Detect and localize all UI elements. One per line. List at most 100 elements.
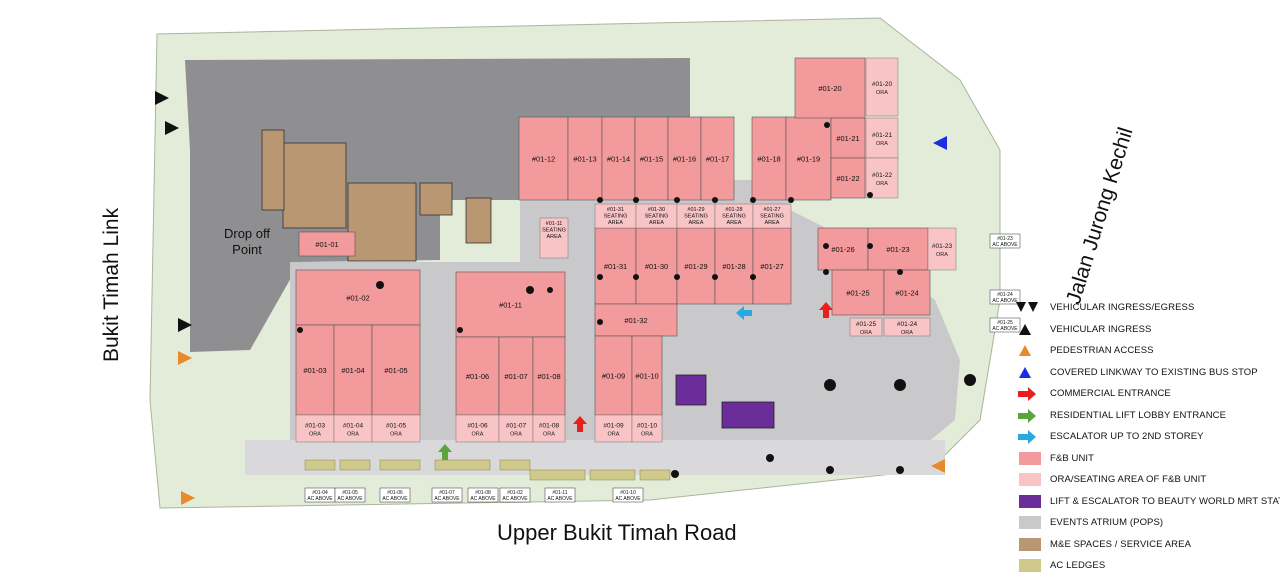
ac-unit-number: #01-07 xyxy=(439,490,455,496)
ora-unit-number: #01-20 xyxy=(872,81,893,88)
seating-area-label: AREA xyxy=(765,220,780,226)
structural-column xyxy=(823,243,829,249)
seating-area-label: #01-28 xyxy=(725,207,742,213)
structural-column xyxy=(597,274,603,280)
dropoff-point-label: Drop off Point xyxy=(223,226,270,257)
fnb-unit-0111: #01-11 xyxy=(455,271,566,338)
fnb-unit-0116: #01-16 xyxy=(667,116,702,201)
ac-swatch xyxy=(1010,558,1041,574)
legend-swatch xyxy=(1019,494,1041,508)
ac-above-text: AC ABOVE xyxy=(992,298,1018,304)
fnb-unit-0107: #01-07 xyxy=(498,336,534,416)
seating-area-label: SEATING xyxy=(760,214,784,220)
structural-column xyxy=(824,379,836,391)
ac-above-text: AC ABOVE xyxy=(992,242,1018,248)
vehicular-ingress-egress-icon xyxy=(155,91,169,105)
legend-row-ped: PEDESTRIAN ACCESS xyxy=(1010,343,1280,359)
fnb-unit-0112: #01-12 xyxy=(518,116,569,201)
ora-label: ORA xyxy=(608,432,620,438)
seating-area-label: AREA xyxy=(608,220,623,226)
fnb-unit-0131: #01-31 xyxy=(594,227,637,305)
ac-ledge xyxy=(499,459,531,471)
seating-area-label: AREA xyxy=(689,220,704,226)
legend-label: PEDESTRIAN ACCESS xyxy=(1050,345,1154,356)
street-label-bukit-timah-link: Bukit Timah Link xyxy=(100,207,123,362)
ac-above-text: AC ABOVE xyxy=(382,496,408,502)
fnb-units-group: #01-12#01-13#01-14#01-15#01-16#01-17#01-… xyxy=(295,57,931,416)
ac-above-text: AC ABOVE xyxy=(502,496,528,502)
structural-column xyxy=(297,327,303,333)
ora-label: ORA xyxy=(936,252,948,258)
legend-row-bus: COVERED LINKWAY TO EXISTING BUS STOP xyxy=(1010,365,1280,381)
legend-label: LIFT & ESCALATOR TO BEAUTY WORLD MRT STA… xyxy=(1050,495,1280,507)
fnb-unit-label: #01-30 xyxy=(645,262,668,271)
fnb-unit-label: #01-04 xyxy=(341,366,364,375)
ora-unit-number: #01-21 xyxy=(872,132,893,139)
mne-space-transformer xyxy=(282,142,347,229)
atrium-swatch xyxy=(1010,515,1041,531)
fnb-unit-0128: #01-28 xyxy=(714,227,754,305)
seating-area-label: AREA xyxy=(727,220,742,226)
ora-units-group: #01-20ORA#01-21ORA#01-22ORA#01-23ORA#01-… xyxy=(295,57,957,443)
legend-swatch xyxy=(1019,559,1041,572)
ac-ledge xyxy=(379,459,421,471)
vehicular-ingress-egress-icon xyxy=(165,121,179,135)
legend-swatch xyxy=(1019,516,1041,529)
residential-lift-lobby-icon xyxy=(438,444,452,460)
ora-unit-number: #01-24 xyxy=(897,321,918,328)
ora-unit-number: #01-09 xyxy=(603,423,624,430)
pedestrian-access-icon xyxy=(181,491,195,505)
ora-swatch xyxy=(1010,472,1041,488)
fnb-unit-0117: #01-17 xyxy=(700,116,735,201)
legend-row-veh-ie: VEHICULAR INGRESS/EGRESS xyxy=(1010,300,1280,316)
ac-unit-number: #01-05 xyxy=(342,490,358,496)
fnb-unit-label: #01-27 xyxy=(760,262,783,271)
ora-label: ORA xyxy=(472,432,484,438)
fnb-unit-0108: #01-08 xyxy=(532,336,566,416)
fnb-unit-label: #01-06 xyxy=(466,372,489,381)
ac-ledge xyxy=(339,459,371,471)
seating-area-label: AREA xyxy=(649,220,664,226)
ac-unit-number: #01-23 xyxy=(997,236,1013,242)
legend-label: ORA/SEATING AREA OF F&B UNIT xyxy=(1050,474,1207,485)
fnb-unit-0118: #01-18 xyxy=(751,116,787,201)
seating-areas-group: #01-31SEATINGAREA#01-30SEATINGAREA#01-29… xyxy=(539,203,792,259)
ac-above-text: AC ABOVE xyxy=(434,496,460,502)
columns-group xyxy=(297,122,976,478)
fnb-unit-0122: #01-22 xyxy=(830,157,866,199)
fnb-unit-0123: #01-23 xyxy=(867,227,929,271)
structural-column xyxy=(867,192,873,198)
ac-unit-number: #01-06 xyxy=(387,490,403,496)
legend-label: M&E SPACES / SERVICE AREA xyxy=(1050,538,1192,550)
mne-space-service xyxy=(419,182,453,216)
fnb-unit-0102: #01-02 xyxy=(295,269,421,326)
ac-unit-number: #01-11 xyxy=(552,490,567,496)
fnb-unit-0132: #01-32 xyxy=(594,303,678,337)
ora-unit-number: #01-23 xyxy=(932,243,953,250)
bus-linkway-icon xyxy=(933,136,947,150)
ora-unit-number: #01-03 xyxy=(305,423,326,430)
structural-column xyxy=(824,122,830,128)
legend-label: VEHICULAR INGRESS/EGRESS xyxy=(1050,302,1195,313)
legend-label: COVERED LINKWAY TO EXISTING BUS STOP xyxy=(1050,366,1258,378)
seating-area-label: SEATING xyxy=(645,214,669,220)
fnb-unit-label: #01-09 xyxy=(602,372,625,381)
legend-label: AC LEDGES xyxy=(1050,560,1106,571)
structural-column xyxy=(826,466,834,474)
commercial-entrance-icon xyxy=(573,416,587,432)
fnb-unit-label: #01-23 xyxy=(886,245,909,254)
fnb-unit-label: #01-17 xyxy=(706,155,729,164)
seating-area-label: SEATING xyxy=(604,214,628,220)
ora-label: ORA xyxy=(876,141,888,147)
fnb-unit-0127: #01-27 xyxy=(752,227,792,305)
